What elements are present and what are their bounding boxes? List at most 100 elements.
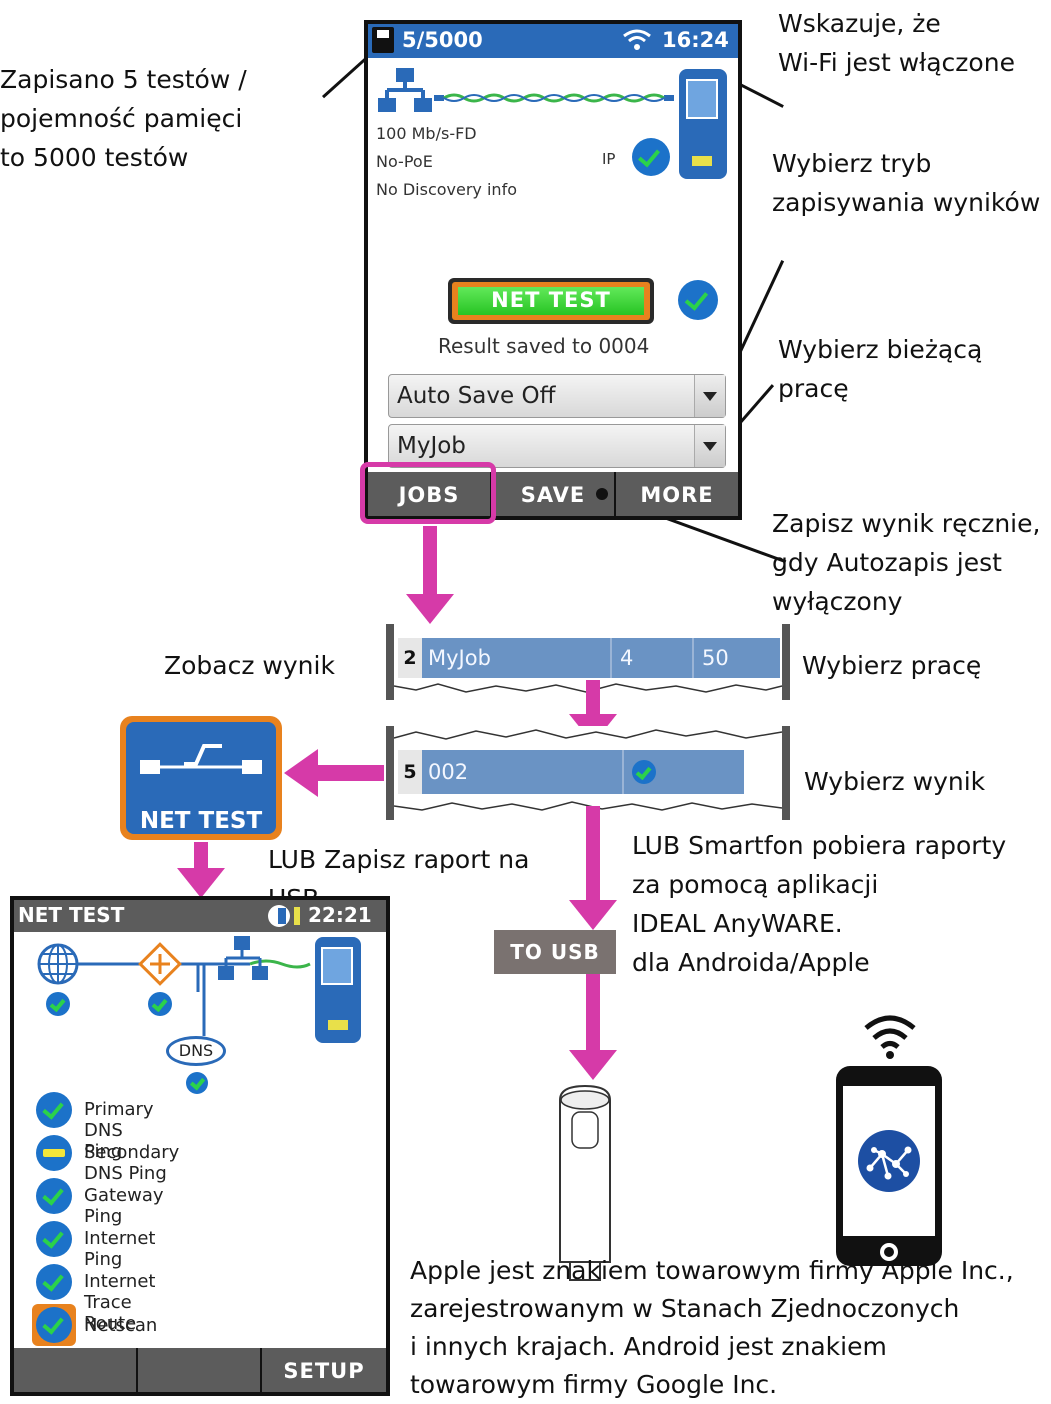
autosave-dropdown-value: Auto Save Off [397, 383, 556, 409]
flow-arrow [423, 526, 437, 596]
net-test-icon-label: NET TEST [139, 808, 263, 834]
list-item-label: Primary DNS Ping [84, 1099, 154, 1162]
flow-arrow [586, 680, 600, 716]
list-item-label: Internet Ping [84, 1228, 156, 1270]
save-pointer-dot [596, 488, 608, 500]
signal-icon [140, 744, 262, 774]
job-dropdown[interactable]: MyJob [388, 424, 726, 468]
list-item-label: Internet Trace Route [84, 1271, 156, 1334]
more-button[interactable]: MORE [616, 472, 738, 516]
job-row[interactable]: MyJob 4 50 [422, 638, 780, 678]
warning-icon [36, 1135, 72, 1171]
pass-check-icon [36, 1092, 72, 1128]
annotation-smartphone: LUB Smartfon pobiera raporty za pomocą a… [632, 831, 1007, 977]
result-index: 5 [398, 750, 422, 794]
flow-arrow-head [177, 868, 225, 898]
net-test-check-icon [678, 280, 718, 320]
to-usb-button[interactable]: TO USB [494, 930, 616, 974]
job-count: 4 [620, 646, 634, 670]
softkey-bar: JOBS SAVE MORE [368, 472, 738, 516]
annotation-select-result: Wybierz wynik [804, 767, 986, 796]
tester-device-icon [315, 937, 361, 1043]
cable-icon [434, 93, 674, 103]
net-test-button-label: NET TEST [491, 288, 611, 312]
main-device-screen: 5/5000 16:24 100 Mb/s-FD No-PoE No Disco… [364, 20, 742, 520]
flow-arrow-head [406, 594, 454, 624]
setup-button[interactable]: SETUP [262, 1348, 386, 1392]
dns-check-icon [186, 1072, 208, 1094]
softkey-1[interactable] [14, 1348, 138, 1392]
net-test-softkey-bar: SETUP [14, 1348, 386, 1392]
clock: 16:24 [662, 28, 729, 52]
battery-icon [268, 905, 290, 927]
battery-level-icon [294, 907, 300, 925]
flow-arrow [194, 842, 208, 872]
net-test-status-bar: NET TEST 22:21 [14, 900, 386, 932]
jobs-button[interactable]: JOBS [368, 472, 492, 516]
list-item-label: Netscan [84, 1315, 158, 1336]
list-item-label: Gateway Ping [84, 1185, 164, 1227]
wifi-signal-icon [864, 1015, 916, 1059]
result-name: 002 [428, 760, 469, 784]
discovery-info: No Discovery info [376, 180, 517, 199]
flow-arrow [586, 806, 600, 906]
dns-label: DNS [178, 1041, 214, 1060]
tester-device-icon [679, 69, 727, 179]
annotation-view-result: Zobacz wynik [164, 651, 335, 680]
flow-arrow-head [569, 900, 617, 930]
pass-check-icon [36, 1178, 72, 1214]
link-speed: 100 Mb/s-FD [376, 124, 477, 143]
result-check-icon [632, 760, 656, 784]
gateway-check-icon [148, 992, 172, 1016]
flow-arrow [318, 765, 384, 781]
net-test-screen: NET TEST 22:21 DNS Primary DNS Ping Seco… [10, 896, 390, 1396]
net-test-title: NET TEST [18, 903, 125, 927]
trademark-note: Apple jest znakiem towarowym firmy Apple… [410, 1256, 1014, 1399]
job-total: 50 [702, 646, 729, 670]
test-count: 5/5000 [402, 28, 483, 52]
list-item-label: Secondary DNS Ping [84, 1142, 180, 1184]
autosave-dropdown[interactable]: Auto Save Off [388, 374, 726, 418]
torn-edge [393, 729, 783, 740]
internet-globe-icon [37, 943, 79, 985]
job-list-strip: 2 MyJob 4 50 [386, 624, 790, 700]
chevron-down-icon [694, 425, 725, 467]
switch-icon [218, 936, 268, 980]
net-test-clock: 22:21 [308, 903, 372, 927]
net-test-button[interactable]: NET TEST [448, 278, 654, 324]
annotation-saved-tests: Zapisano 5 testów / pojemność pamięci to… [0, 65, 247, 172]
ip-check-icon [632, 138, 670, 176]
softkey-2[interactable] [138, 1348, 262, 1392]
annotation-select-work: Wybierz pracę [802, 651, 982, 680]
save-disk-icon [372, 27, 394, 53]
chevron-down-icon [694, 375, 725, 417]
pass-check-icon [36, 1221, 72, 1257]
anyware-app-icon [858, 1130, 920, 1192]
save-button[interactable]: SAVE [492, 472, 616, 516]
annotation-select-save-mode: Wybierz tryb zapisywania wyników [772, 149, 1041, 217]
flow-arrow-head [569, 1050, 617, 1080]
poe-status: No-PoE [376, 152, 433, 171]
flow-arrow [586, 974, 600, 1052]
flow-arrow-head [284, 749, 318, 797]
result-list-strip: 5 002 [386, 726, 790, 820]
result-row[interactable]: 002 [422, 750, 744, 794]
wifi-icon [622, 27, 652, 53]
net-test-app-icon[interactable]: NET TEST [120, 716, 282, 840]
status-bar: 5/5000 16:24 [368, 24, 738, 58]
job-index: 2 [398, 638, 422, 678]
dns-server-icon: DNS [166, 1036, 226, 1066]
gateway-icon [138, 942, 182, 986]
ip-label: IP [602, 150, 616, 168]
usb-drive-icon [559, 1084, 611, 1281]
result-saved-text: Result saved to 0004 [438, 334, 650, 358]
job-name: MyJob [428, 646, 491, 670]
network-switch-icon [378, 68, 432, 112]
torn-edge [393, 801, 783, 811]
annotation-select-job: Wybierz bieżącą pracę [778, 335, 983, 403]
pass-check-icon [36, 1264, 72, 1300]
job-dropdown-value: MyJob [397, 433, 466, 459]
annotation-wifi-on: Wskazuje, że Wi-Fi jest włączone [778, 9, 1015, 77]
annotation-save-manually: Zapisz wynik ręcznie, gdy Autozapis jest… [772, 509, 1041, 616]
pass-check-icon [36, 1307, 72, 1343]
